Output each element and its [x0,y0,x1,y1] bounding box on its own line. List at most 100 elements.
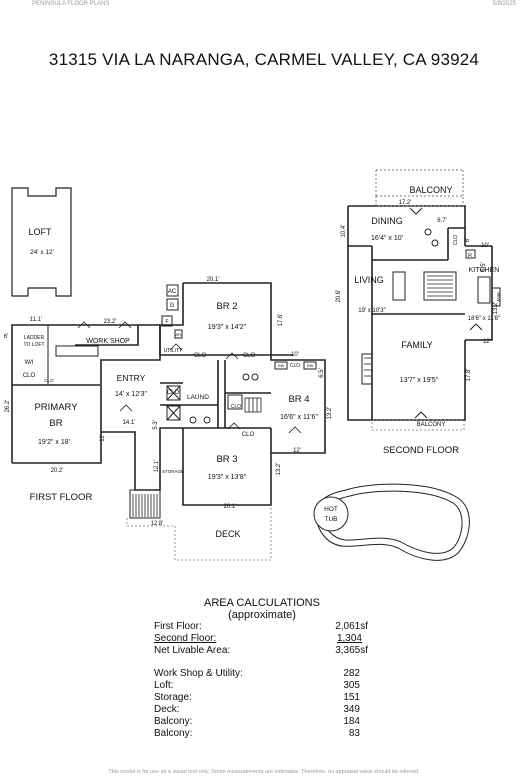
br4-dw-label-left: DW [278,363,285,368]
hot-tub-label-line1: HOT [324,506,338,513]
living-label: LIVING [354,275,384,285]
dim-first-20-2: 20.2' [51,468,64,474]
date-text: 5/8/2025 [492,1,516,7]
wh-label: WH [175,332,182,337]
dim-first-10: 10' [291,352,299,358]
brand-text: PENINSULA FLOOR PLANS [32,1,110,7]
dim-second-6-5: 6.5' [481,262,487,272]
area-row-label: Deck: [154,704,180,715]
dim-first-13-2b: 13.2' [276,463,282,476]
area-row-value: 305 [343,680,360,691]
stair-closet-label: CLO [231,404,241,410]
dim-first-12: 12' [293,448,301,454]
ac-label: AC [168,289,177,295]
area-subtitle: (approximate) [228,609,296,621]
balcony-top-label: BALCONY [409,185,452,195]
br4-closet-label: CLO [290,363,300,369]
br3-size: 19'3" x 13'8" [208,474,247,481]
entry-size: 14' x 12'3" [115,391,148,398]
dim-first-17-6: 17.6' [278,314,284,327]
fridge-label: R [468,253,472,259]
dim-second-8-7: 8.7' [437,218,447,224]
kitchen-size: 18'6" x 11'6" [468,316,500,322]
dim-second-10: 10' [481,243,489,249]
dim-first-6-5: 6.5' [319,368,325,378]
area-row-balcony-2: Balcony: 83 [154,728,360,740]
area-extra-list: Work Shop & Utility: 282 Loft: 305 Stora… [154,668,360,740]
primary-closet-small-label: CLO [44,378,54,383]
dim-first-20-1-top: 20.1' [207,277,220,283]
area-row-second-floor: Second Floor: 1,304 [154,633,368,645]
deck-label: DECK [215,529,240,539]
br4-dw-label-right: DW [307,363,314,368]
second-floor-caption: SECOND FLOOR [383,445,459,456]
disclaimer-footer: This model is for use as a visual tool o… [108,769,420,775]
dim-first-12-8: 12.8' [151,521,164,527]
area-row-label: Balcony: [154,716,193,727]
dim-second-8: 8' [465,238,471,242]
area-row-value: 282 [343,668,360,679]
area-row-storage: Storage: 151 [154,692,360,704]
first-floor-caption: FIRST FLOOR [30,492,93,503]
br2-closet-left-label: CLO [194,353,207,359]
balcony-bottom [371,419,465,431]
dim-first-5-3: 5.3' [153,420,159,430]
area-row-loft: Loft: 305 [154,680,360,692]
area-row-first-floor: First Floor: 2,061sf [154,621,368,633]
entry-label: ENTRY [117,373,146,383]
dim-first-11-1: 11.1' [30,317,42,323]
area-row-value: 151 [343,692,360,703]
second-floor-details [361,169,501,419]
dim-second-17-8: 17.8' [466,369,472,382]
workshop-label: WORK SHOP [86,338,130,345]
area-row-label: Net Livable Area: [154,645,231,656]
br3-closet-label: CLO [242,432,255,438]
first-floor-walls [11,282,326,519]
dining-label: DINING [371,216,403,226]
area-row-value: 3,365sf [335,645,368,656]
area-row-balcony-1: Balcony: 184 [154,716,360,728]
f-label: F [165,319,168,325]
to-loft-label: TO LOFT [23,342,44,348]
dim-first-23-2: 23.2' [104,319,117,325]
utility-boxes [161,284,317,424]
area-row-label: Balcony: [154,728,193,739]
living-size: 19' x 10'3" [358,308,385,314]
dim-first-20-1-bottom: 20.1' [224,504,237,510]
stairs-hall [244,397,262,413]
dim-first-6: 6' [4,334,8,340]
stairs-second-floor [364,275,453,377]
family-label: FAMILY [401,340,432,350]
g-label: G [170,303,175,309]
area-row-workshop: Work Shop & Utility: 282 [154,668,360,680]
area-title: AREA CALCULATIONS [204,597,320,609]
storage-label: STORAGE [162,469,184,474]
area-row-value: 349 [343,704,360,715]
ladder-label: LADDER [24,335,45,341]
dining-size: 16'4" x 10' [371,235,403,242]
br4-size: 16'6" x 11'6" [280,414,318,421]
area-row-net-livable: Net Livable Area: 3,365sf [154,645,368,657]
second-closet-label: CLO [453,235,459,245]
area-row-label: Second Floor: [154,633,217,644]
walk-in-label: W/I [25,360,34,366]
br2-label: BR 2 [216,301,237,312]
loft-size: 24' x 12' [30,249,54,256]
loft-room [11,187,72,297]
primary-label-line2: BR [49,418,62,429]
hot-tub: HOT TUB [313,496,349,532]
dim-first-11: 11' [100,434,106,441]
area-row-label: Work Shop & Utility: [154,668,243,679]
kitchen-label: KITCHEN [469,267,500,274]
primary-closet-label: CLO [23,373,36,379]
area-row-value: 1,304 [336,633,362,644]
area-row-value: 184 [343,716,360,727]
hall-closet-label: CLO [167,390,180,396]
area-row-value: 2,061sf [335,621,368,632]
primary-label-line1: PRIMARY [34,402,78,413]
dim-first-12-1: 12.1' [154,460,160,473]
br2-closet-right-label: CLO [243,353,256,359]
laundry-label: LAUND [187,394,209,401]
dim-first-13-2: 13.2' [327,407,333,420]
